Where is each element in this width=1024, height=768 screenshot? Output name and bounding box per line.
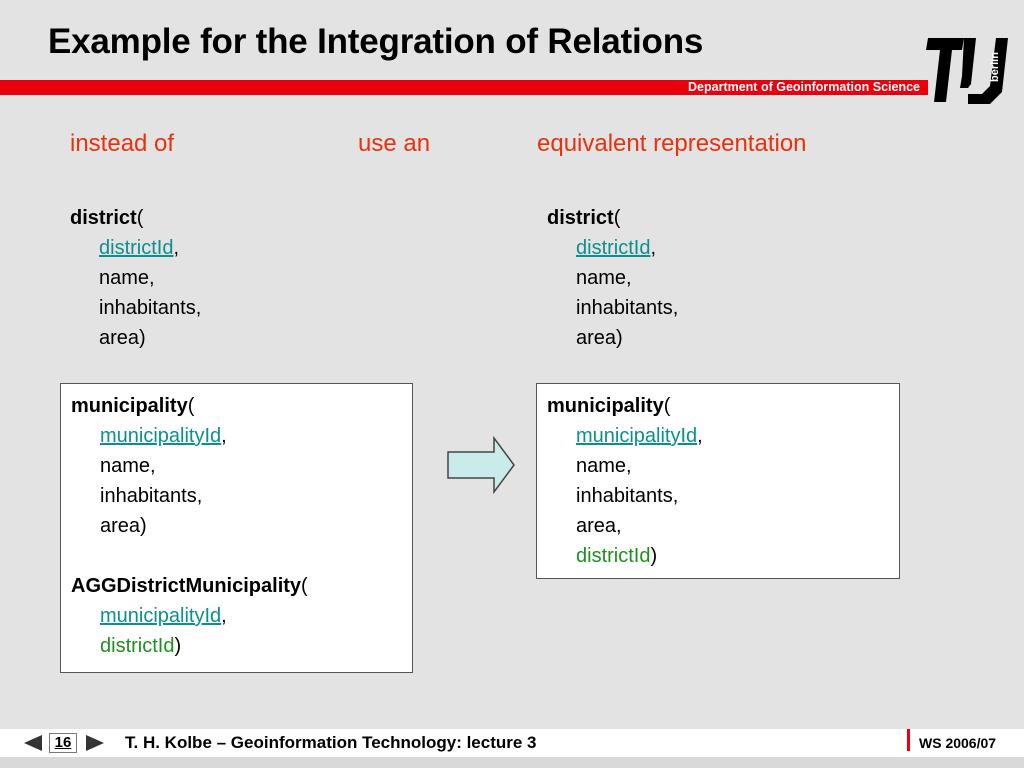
heading-instead-of: instead of — [70, 130, 175, 157]
primary-key: municipalityId — [576, 425, 698, 447]
foreign-key: districtId — [576, 545, 651, 567]
relation-name: municipality — [71, 395, 188, 417]
next-slide-icon[interactable] — [84, 734, 106, 752]
right-municipality-box — [536, 383, 900, 579]
left-municipality-box — [60, 383, 413, 673]
header-bar: Department of Geoinformation Science — [0, 80, 928, 95]
attribute: inhabitants, — [100, 485, 203, 507]
primary-key: municipalityId — [100, 425, 222, 447]
relation-name: district — [547, 207, 614, 229]
attribute: area, — [576, 515, 622, 537]
tu-berlin-logo-icon: berlin — [926, 38, 1008, 104]
department-label: Department of Geoinformation Science — [688, 80, 920, 94]
heading-equivalent: equivalent representation — [537, 130, 807, 157]
previous-slide-icon[interactable] — [22, 734, 44, 752]
attribute: inhabitants, — [576, 485, 679, 507]
logo-text: berlin — [989, 52, 1001, 82]
relation-name: district — [70, 207, 137, 229]
attribute: inhabitants, — [576, 297, 679, 319]
page-number[interactable]: 16 — [49, 733, 77, 753]
footer-author-course: T. H. Kolbe – Geoinformation Technology:… — [125, 733, 537, 752]
heading-use-an: use an — [358, 130, 431, 157]
right-district-relation: district( districtId, name, inhabitants,… — [547, 203, 678, 353]
attribute: name, — [100, 455, 156, 477]
primary-key: municipalityId — [100, 605, 222, 627]
right-municipality-relation: municipality( municipalityId, name, inha… — [547, 395, 703, 567]
footer-divider — [907, 729, 910, 751]
slide-title: Example for the Integration of Relations — [48, 22, 704, 61]
primary-key: districtId — [99, 237, 174, 259]
attribute: name, — [576, 267, 632, 289]
attribute: area) — [99, 327, 146, 349]
footer-semester: WS 2006/07 — [919, 735, 997, 751]
primary-key: districtId — [576, 237, 651, 259]
attribute: area) — [100, 515, 147, 537]
left-district-relation: district( districtId, name, inhabitants,… — [70, 203, 201, 353]
footer-band — [0, 757, 1024, 768]
attribute: name, — [576, 455, 632, 477]
attribute: name, — [99, 267, 155, 289]
footer — [0, 729, 1024, 757]
attribute: area) — [576, 327, 623, 349]
right-arrow-icon — [447, 436, 515, 494]
left-municipality-relation: municipality( municipalityId, name, inha… — [71, 395, 308, 657]
relation-name: AGGDistrictMunicipality — [71, 575, 302, 597]
foreign-key: districtId — [100, 635, 175, 657]
attribute: inhabitants, — [99, 297, 202, 319]
relation-name: municipality — [547, 395, 664, 417]
